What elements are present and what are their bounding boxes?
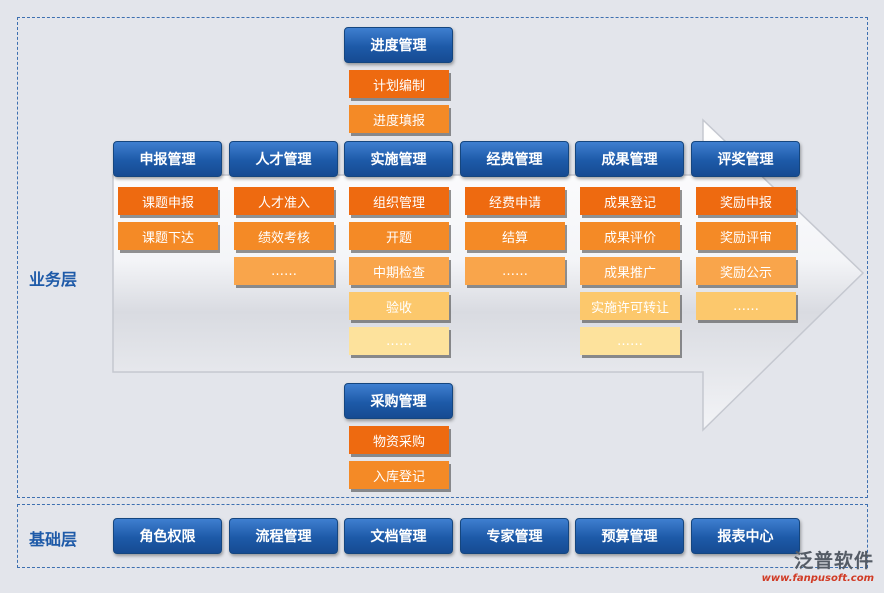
foundation-layer-label: 基础层 (29, 530, 78, 549)
column-header-funding[interactable]: 经费管理 (460, 141, 569, 177)
funding-item[interactable]: …… (465, 257, 565, 285)
awards-item[interactable]: 奖励公示 (696, 257, 796, 285)
implementation-item[interactable]: 中期检查 (349, 257, 449, 285)
declaration-item[interactable]: 课题申报 (118, 187, 218, 215)
purchase-item[interactable]: 入库登记 (349, 461, 449, 489)
talent-item[interactable]: 绩效考核 (234, 222, 334, 250)
base-report-center[interactable]: 报表中心 (691, 518, 800, 554)
funding-item[interactable]: 结算 (465, 222, 565, 250)
implementation-item[interactable]: 开题 (349, 222, 449, 250)
column-header-awards[interactable]: 评奖管理 (691, 141, 800, 177)
awards-item[interactable]: …… (696, 292, 796, 320)
declaration-item[interactable]: 课题下达 (118, 222, 218, 250)
column-header-results[interactable]: 成果管理 (575, 141, 684, 177)
funding-item[interactable]: 经费申请 (465, 187, 565, 215)
brand-logo: 泛普软件 www.fanpusoft.com (762, 546, 874, 584)
purchase-management-header[interactable]: 采购管理 (344, 383, 453, 419)
results-item[interactable]: 实施许可转让 (580, 292, 680, 320)
base-expert-management[interactable]: 专家管理 (460, 518, 569, 554)
business-layer-frame (17, 17, 868, 498)
progress-management-header[interactable]: 进度管理 (344, 27, 453, 63)
column-header-implementation[interactable]: 实施管理 (344, 141, 453, 177)
brand-logo-url: www.fanpusoft.com (761, 573, 874, 584)
column-header-declaration[interactable]: 申报管理 (113, 141, 222, 177)
base-role-permissions[interactable]: 角色权限 (113, 518, 222, 554)
business-layer-label: 业务层 (29, 270, 78, 289)
talent-item[interactable]: …… (234, 257, 334, 285)
base-workflow-management[interactable]: 流程管理 (229, 518, 338, 554)
results-item[interactable]: 成果推广 (580, 257, 680, 285)
base-document-management[interactable]: 文档管理 (344, 518, 453, 554)
talent-item[interactable]: 人才准入 (234, 187, 334, 215)
progress-item[interactable]: 计划编制 (349, 70, 449, 98)
implementation-item[interactable]: 验收 (349, 292, 449, 320)
awards-item[interactable]: 奖励申报 (696, 187, 796, 215)
foundation-layer-frame (17, 504, 868, 568)
results-item[interactable]: 成果评价 (580, 222, 680, 250)
column-header-talent[interactable]: 人才管理 (229, 141, 338, 177)
base-budget-management[interactable]: 预算管理 (575, 518, 684, 554)
results-item[interactable]: 成果登记 (580, 187, 680, 215)
purchase-item[interactable]: 物资采购 (349, 426, 449, 454)
awards-item[interactable]: 奖励评审 (696, 222, 796, 250)
progress-item[interactable]: 进度填报 (349, 105, 449, 133)
results-item[interactable]: …… (580, 327, 680, 355)
implementation-item[interactable]: 组织管理 (349, 187, 449, 215)
brand-logo-name: 泛普软件 (793, 550, 874, 572)
implementation-item[interactable]: …… (349, 327, 449, 355)
